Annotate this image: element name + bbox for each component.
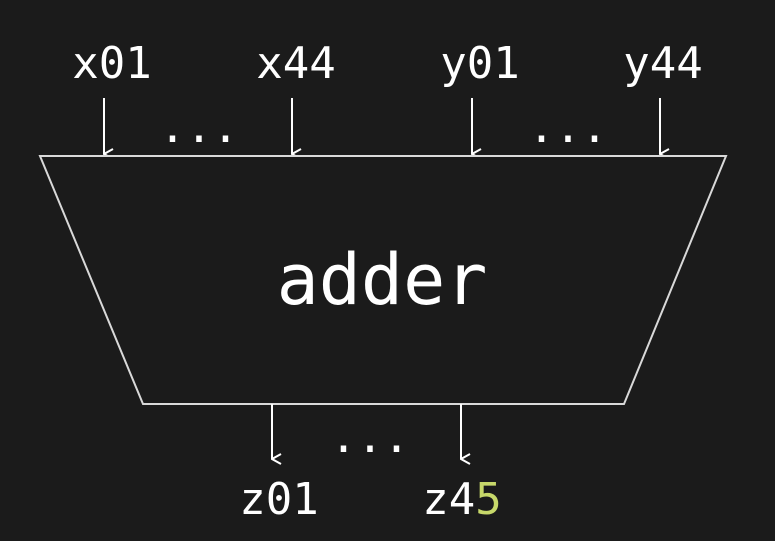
x-inputs-ellipsis: ... [159, 102, 238, 153]
y-inputs-ellipsis: ... [528, 102, 607, 153]
output-label-z45: z45 [422, 474, 501, 525]
input-label-y01: y01 [440, 38, 519, 89]
z-outputs-ellipsis: ... [330, 412, 409, 463]
input-label-y44: y44 [623, 38, 702, 89]
input-label-x44: x44 [256, 38, 335, 89]
output-label-z01: z01 [239, 474, 318, 525]
input-label-x01: x01 [72, 38, 151, 89]
output-label-z45-highlight: 5 [475, 474, 502, 525]
adder-block [38, 155, 728, 405]
adder-label: adder [277, 239, 488, 321]
output-label-z45-prefix: z4 [422, 474, 475, 525]
